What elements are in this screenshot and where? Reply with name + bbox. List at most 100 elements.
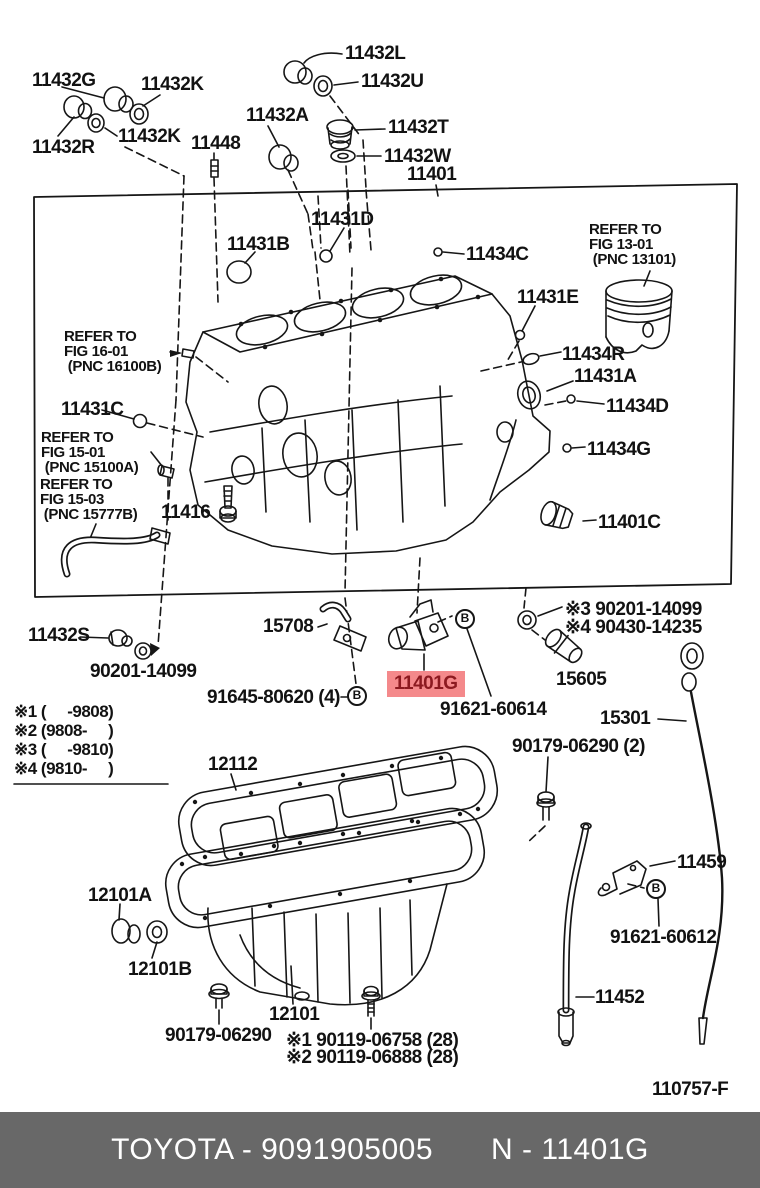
label-11431e: 11431E <box>517 287 579 308</box>
label-90179-06290-2: 90179-06290 (2) <box>512 736 646 757</box>
label-11401c: 11401C <box>598 512 661 533</box>
footer-brand-part-number: TOYOTA - 9091905005 <box>111 1133 434 1166</box>
note-fig-15-03: REFER TO FIG 15-03 (PNC 15777B) <box>40 476 138 523</box>
label-11432k-2: 11432K <box>118 126 181 147</box>
marker-b-strainer: B <box>347 686 367 706</box>
nut-icon-11432s <box>108 629 133 647</box>
plug-icon-11432a <box>268 144 299 172</box>
label-11432g: 11432G <box>32 70 96 91</box>
engine-block-drawing <box>185 274 551 555</box>
label-15708: 15708 <box>263 616 314 637</box>
label-15301: 15301 <box>600 708 651 729</box>
label-12101a: 12101A <box>88 885 152 906</box>
dot-icon-11434d <box>566 394 576 404</box>
diagram-code: 110757-F <box>652 1079 729 1100</box>
washer-icon-90201 <box>517 610 537 630</box>
dipstick-icon-15301 <box>680 642 724 1045</box>
label-11432t: 11432T <box>388 117 449 138</box>
fitting-icon-fig15-01 <box>157 464 175 479</box>
footer-bar: TOYOTA - 9091905005 N - 11401G <box>0 1112 760 1188</box>
label-11452: 11452 <box>595 987 645 1008</box>
label-ref1-90119-06758: ※1 90119-06758 (28) <box>286 1030 459 1051</box>
label-ref4-90430-14235: ※4 90430-14235 <box>565 617 702 638</box>
label-91645-80620: 91645-80620 (4) <box>207 687 341 708</box>
footer-pnc-code: N - 11401G <box>491 1133 649 1166</box>
label-12112: 12112 <box>208 754 258 775</box>
ellipse-icon-11434r <box>522 352 540 366</box>
bolt-icon-fig16-01 <box>181 348 195 359</box>
hose-icon-fig15-03 <box>60 527 171 578</box>
label-12101b: 12101B <box>128 959 192 980</box>
label-11401: 11401 <box>407 164 457 185</box>
label-11434c: 11434C <box>466 244 529 265</box>
label-ref2-90119-06888: ※2 90119-06888 (28) <box>286 1047 459 1068</box>
bolt-icon-11448 <box>210 159 219 178</box>
bolt-icon-90179-right <box>536 791 556 821</box>
ring-icon-11432k-2 <box>87 113 105 133</box>
note-fig-15-01: REFER TO FIG 15-01 (PNC 15100A) <box>41 429 139 476</box>
plug-icon-11431a <box>516 380 542 410</box>
ring-icon-11432u <box>313 75 333 97</box>
label-11448: 11448 <box>191 133 241 154</box>
label-11431a: 11431A <box>574 366 637 387</box>
label-11432a: 11432A <box>246 105 309 126</box>
dot-icon-11434c <box>433 247 443 257</box>
bracket-icon-11459 <box>597 860 647 897</box>
label-11431d: 11431D <box>311 209 374 230</box>
plug-icon-11401c <box>540 500 574 530</box>
circle-icon-11431b <box>226 260 252 284</box>
cap-icon-11432t <box>326 119 354 150</box>
strainer-icon-15708 <box>319 601 367 652</box>
label-91621-60614: 91621-60614 <box>440 699 547 720</box>
guide-tube-icon-11452 <box>557 822 592 1047</box>
label-11434d: 11434D <box>606 396 669 417</box>
plug-icon-11432r <box>63 95 93 120</box>
bolt-icon-11416 <box>219 485 237 523</box>
bolt-icon-90179 <box>208 983 230 1009</box>
label-11459: 11459 <box>677 852 727 873</box>
label-11431c: 11431C <box>61 399 124 420</box>
label-11432u: 11432U <box>361 71 424 92</box>
circle-icon-11431c <box>132 413 148 429</box>
ring-icon-11432k-1 <box>129 103 149 125</box>
washer-icon-11432s <box>134 642 152 660</box>
highlight-11401g: 11401G <box>387 671 465 698</box>
dot-icon-11434g <box>562 443 572 453</box>
label-11434r: 11434R <box>562 344 625 365</box>
switch-icon-15605 <box>544 628 583 664</box>
label-ref3-90201-14099: ※3 90201-14099 <box>565 599 702 620</box>
marker-b-bracket: B <box>646 879 666 899</box>
label-15605: 15605 <box>556 669 607 690</box>
label-11432w: 11432W <box>384 146 451 167</box>
label-90201-14099: 90201-14099 <box>90 661 197 682</box>
washer-icon-11432w <box>330 149 356 163</box>
crank-sensor-icon-11401g <box>387 599 449 651</box>
gasket-icon-12101b <box>146 920 168 944</box>
circle-icon-11431e <box>514 329 526 341</box>
label-11432r: 11432R <box>32 137 95 158</box>
piston-drawing <box>605 279 673 354</box>
diagram-frame <box>33 183 738 598</box>
label-11431b: 11431B <box>227 234 290 255</box>
label-11432k-1: 11432K <box>141 74 204 95</box>
label-11416: 11416 <box>161 502 211 523</box>
arrowhead <box>150 643 160 656</box>
label-11432s: 11432S <box>28 625 90 646</box>
label-11434g: 11434G <box>587 439 651 460</box>
bolt-icon-90119 <box>361 985 381 1017</box>
part-icons <box>60 60 724 1047</box>
label-90179-06290: 90179-06290 <box>165 1025 272 1046</box>
oil-pan-drawing-12101 <box>164 807 486 1006</box>
plug-icon-11432l <box>283 60 313 85</box>
note-fig-13-01: REFER TO FIG 13-01 (PNC 13101) <box>589 221 676 268</box>
label-12101: 12101 <box>269 1004 320 1025</box>
label-91621-60612: 91621-60612 <box>610 927 717 948</box>
circle-icon-11431d <box>319 249 333 263</box>
dashed-leader-lines <box>124 95 645 889</box>
plug-icon-12101a <box>111 918 141 944</box>
applicability-table: ※1 ( -9808) ※2 (9808- ) ※3 ( -9810) ※4 (… <box>14 702 114 778</box>
label-11432l: 11432L <box>345 43 406 64</box>
plug-icon-11432g <box>103 86 134 113</box>
leader-lines <box>13 52 687 1030</box>
